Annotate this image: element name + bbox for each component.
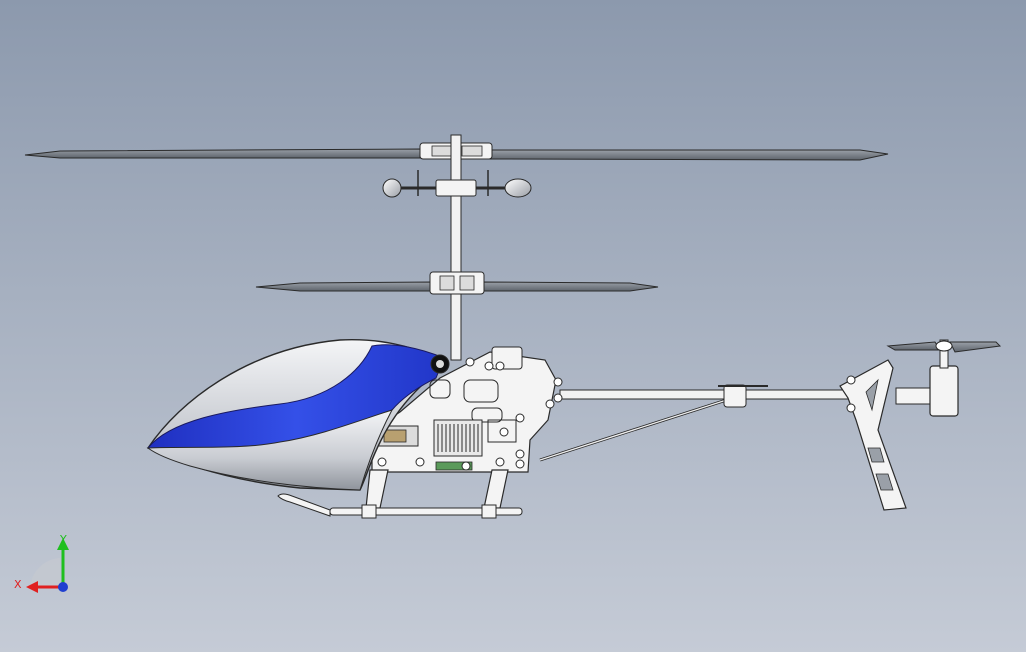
z-axis-dot [58,582,68,592]
y-axis-label: Y [59,533,67,546]
landing-gear [277,469,523,519]
tail-rotor [886,339,1002,417]
flybar [382,170,532,198]
tail-fin [839,359,907,511]
x-axis-arrowhead [26,581,38,593]
frame-screws [377,357,563,471]
tail-boom [539,384,851,462]
orientation-triad: Y X [14,533,69,593]
canopy [146,338,450,491]
x-axis-label: X [14,578,22,591]
lower-rotor [255,271,659,295]
rotor-mast [450,134,462,361]
y-axis-arrowhead [57,538,69,550]
